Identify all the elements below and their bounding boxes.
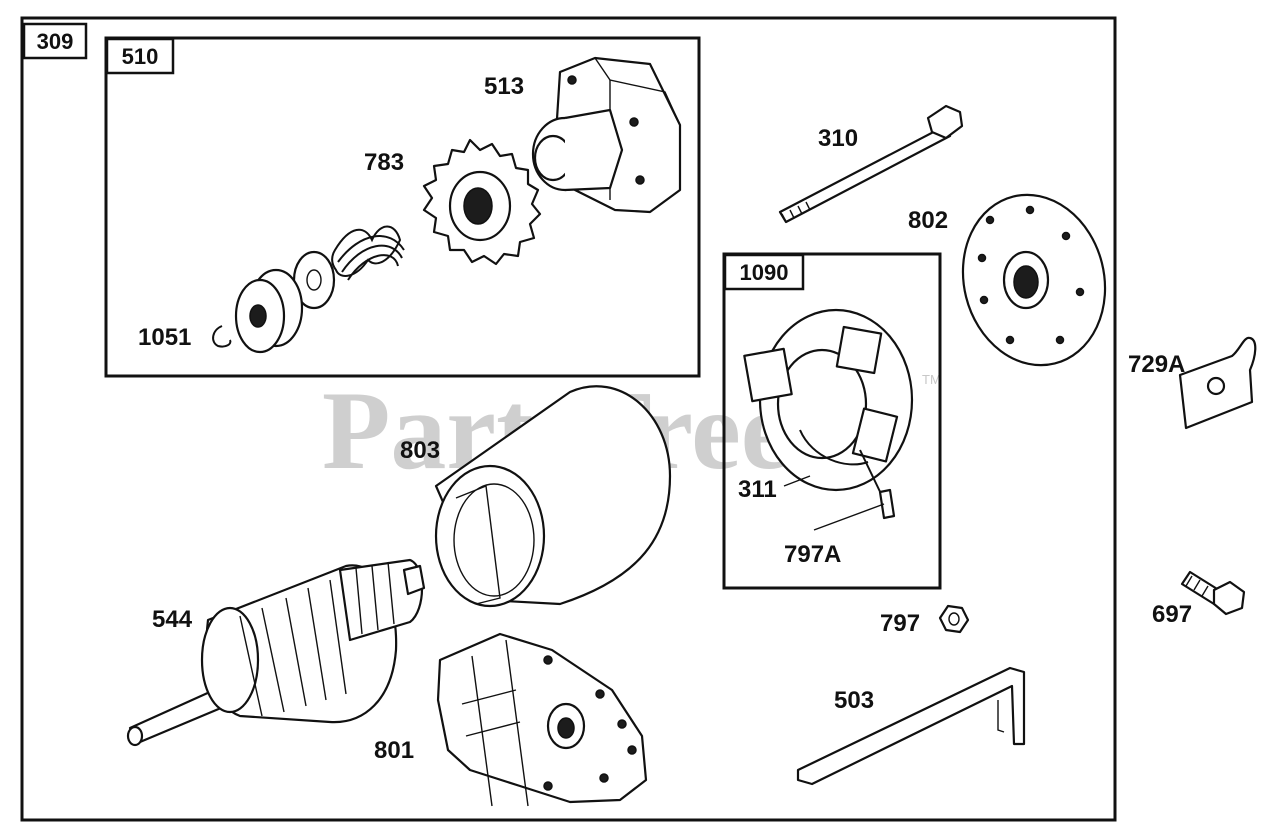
part-label-729A: 729A: [1128, 351, 1185, 378]
brush-holder-part: [743, 308, 914, 520]
part-label-783: 783: [364, 149, 404, 176]
through-bolt-part: [778, 104, 964, 224]
outer-group-tag: 309: [22, 22, 88, 60]
part-label-797: 797: [880, 610, 920, 637]
motor-housing-part: [434, 385, 672, 608]
brush-assembly-tag: 1090: [723, 253, 805, 291]
part-label-310: 310: [818, 125, 858, 152]
part-label-513: 513: [484, 73, 524, 100]
brush-assembly-box: [722, 252, 942, 590]
part-label-801: 801: [374, 737, 414, 764]
part-label-802: 802: [908, 207, 948, 234]
drive-assembly-box: [104, 36, 701, 378]
strap-part: [796, 666, 1026, 786]
leader-797A: [813, 503, 885, 531]
bracket-part: [1178, 336, 1257, 430]
brush-assembly-label: 1090: [740, 260, 789, 285]
outer-group-label: 309: [37, 29, 74, 54]
part-label-1051: 1051: [138, 324, 191, 351]
pinion-gear-part: [422, 138, 542, 266]
part-label-311: 311: [738, 476, 777, 503]
part-label-797A: 797A: [784, 541, 841, 568]
watermark-trademark: TM: [922, 372, 941, 387]
part-label-803: 803: [400, 437, 440, 464]
leader-311: [783, 475, 811, 487]
retaining-ring-part: [212, 325, 232, 348]
nut-part: [938, 604, 970, 634]
drive-housing-part: [531, 56, 682, 214]
stop-collar-part: [234, 268, 304, 354]
mounting-plate-part: [436, 632, 648, 807]
drive-assembly-label: 510: [122, 44, 159, 69]
end-cap-part: [961, 193, 1107, 367]
part-label-503: 503: [834, 687, 874, 714]
part-label-544: 544: [152, 606, 193, 633]
screw-part: [1180, 570, 1246, 616]
spring-part: [331, 225, 405, 281]
drive-assembly-tag: 510: [105, 37, 175, 75]
outer-frame: [20, 16, 1117, 822]
part-label-697: 697: [1152, 601, 1192, 628]
armature-part: [126, 558, 426, 747]
